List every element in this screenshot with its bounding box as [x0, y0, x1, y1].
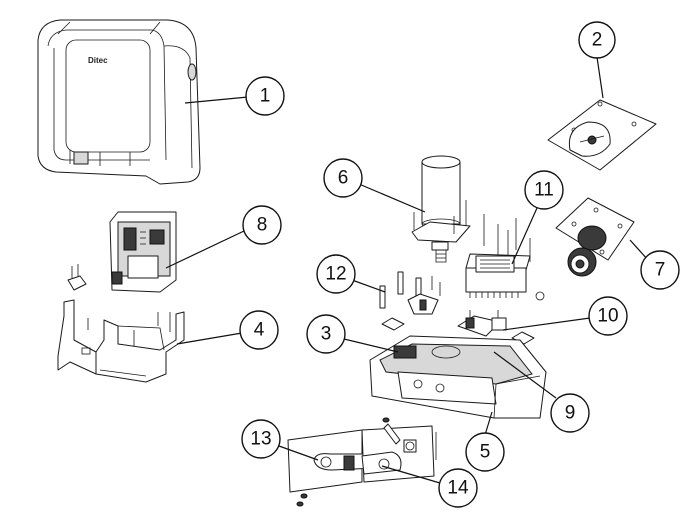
callout-number: 14 [447, 478, 469, 499]
callout-number: 10 [597, 306, 618, 327]
callout-number: 2 [592, 30, 603, 51]
mounting-screws [483, 214, 531, 272]
callout-number: 7 [655, 260, 666, 281]
control-board [67, 211, 177, 293]
key-release-cylinder [555, 197, 635, 277]
callout-number: 5 [480, 442, 491, 463]
callout-7: 7 [640, 250, 680, 290]
leader-lines [165, 56, 658, 484]
callout-4: 4 [239, 310, 279, 350]
callout-number: 13 [250, 429, 271, 450]
callout-6: 6 [323, 158, 363, 198]
callout-1: 1 [245, 76, 285, 116]
callout-number: 9 [565, 403, 576, 424]
motor [411, 155, 471, 263]
cover-housing: Ditec [37, 19, 201, 185]
release-mechanism-plate [547, 99, 657, 171]
callout-8: 8 [242, 205, 282, 245]
callout-9: 9 [550, 393, 590, 433]
callout-13: 13 [241, 419, 281, 459]
mounting-bracket-right [296, 417, 437, 507]
callout-number: 6 [338, 168, 349, 189]
callout-3: 3 [306, 314, 346, 354]
callout-number: 3 [321, 324, 332, 345]
callout-11: 11 [524, 170, 564, 210]
brand-logo: Ditec [88, 56, 108, 65]
base-housing [369, 335, 547, 419]
callout-12: 12 [316, 254, 356, 294]
support-pillars [379, 271, 441, 315]
transformer [465, 253, 545, 301]
callout-number: 1 [260, 86, 271, 107]
callout-5: 5 [465, 432, 505, 472]
callout-2: 2 [578, 21, 616, 59]
callout-number: 4 [254, 320, 265, 341]
callout-number: 11 [534, 180, 554, 201]
terminal-board [381, 310, 535, 345]
callout-10: 10 [588, 296, 628, 336]
callout-number: 8 [257, 215, 268, 236]
callout-number: 12 [325, 264, 346, 285]
board-bracket [57, 299, 185, 383]
callout-14: 14 [438, 468, 478, 508]
